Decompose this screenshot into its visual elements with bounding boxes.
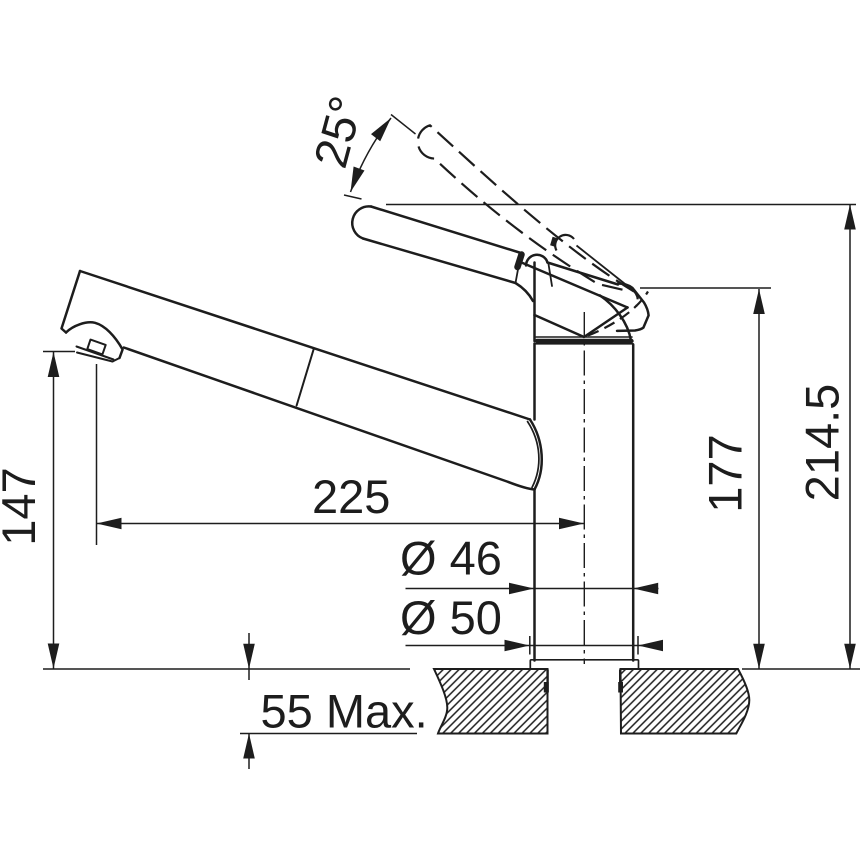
svg-text:Ø 46: Ø 46 xyxy=(400,532,502,585)
svg-text:Ø 50: Ø 50 xyxy=(400,591,502,644)
svg-text:25°: 25° xyxy=(303,91,373,173)
svg-text:214.5: 214.5 xyxy=(796,384,849,502)
svg-text:147: 147 xyxy=(0,467,45,545)
svg-text:55 Max.: 55 Max. xyxy=(261,684,428,737)
svg-text:177: 177 xyxy=(699,434,752,512)
svg-text:225: 225 xyxy=(312,470,390,523)
